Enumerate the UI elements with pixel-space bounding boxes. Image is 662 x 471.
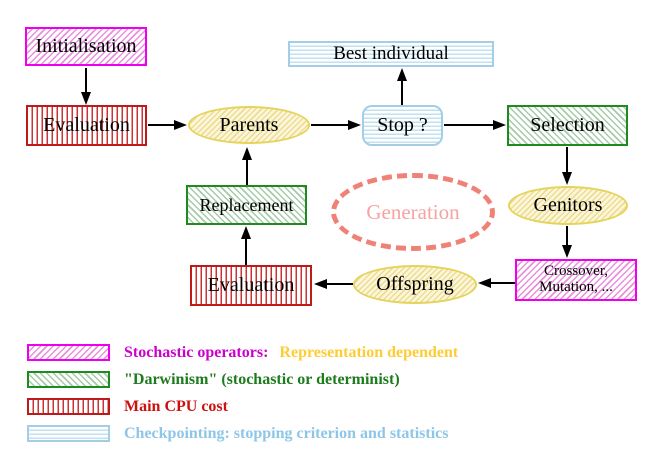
legend-label-darwinism: "Darwinism" (stochastic or determinist) [124,370,400,388]
node-genitors-label: Genitors [533,194,603,216]
node-best-individual: Best individual [288,41,494,67]
node-offspring: Offspring [353,265,477,304]
legend-row-checkpointing: Checkpointing: stopping criterion and st… [27,425,458,442]
node-replacement: Replacement [186,185,307,225]
legend-row-darwinism: "Darwinism" (stochastic or determinist) [27,371,458,388]
node-evaluation-top-label: Evaluation [43,114,130,136]
node-selection-label: Selection [530,114,605,136]
node-best-individual-label: Best individual [333,43,449,65]
legend-label-representation-dependent: Representation dependent [279,343,459,361]
legend-swatch-magenta-hatch [27,344,110,361]
node-evaluation-top: Evaluation [26,105,147,146]
legend-row-main-cpu-cost: Main CPU cost [27,398,458,415]
node-initialisation: Initialisation [25,27,147,66]
node-genitors: Genitors [508,186,628,225]
legend: Stochastic operators: Representation dep… [27,344,458,452]
node-evaluation-bottom: Evaluation [190,265,312,306]
node-generation: Generation [331,173,495,251]
node-stop-label: Stop ? [377,114,428,136]
node-selection: Selection [507,105,628,146]
legend-label-checkpointing: Checkpointing: stopping criterion and st… [124,424,449,442]
legend-label-main-cpu-cost: Main CPU cost [124,397,228,415]
node-stop: Stop ? [362,105,443,146]
node-crossover-label: Crossover, [544,263,608,280]
node-parents: Parents [188,106,310,144]
node-parents-label: Parents [219,113,279,136]
legend-swatch-cyan-stripes [27,425,110,442]
node-initialisation-label: Initialisation [35,35,137,57]
node-mutation-label: Mutation, ... [539,279,613,295]
legend-row-stochastic-operators: Stochastic operators: Representation dep… [27,344,458,361]
node-evaluation-bottom-label: Evaluation [207,274,295,296]
node-generation-label: Generation [366,199,460,224]
node-replacement-label: Replacement [199,194,294,215]
legend-swatch-green-hatch [27,371,110,388]
legend-label-stochastic-operators: Stochastic operators: [124,343,269,361]
node-crossover-mutation: Crossover, Mutation, ... [515,259,637,301]
legend-swatch-red-stripes [27,398,110,415]
node-offspring-label: Offspring [376,273,454,295]
